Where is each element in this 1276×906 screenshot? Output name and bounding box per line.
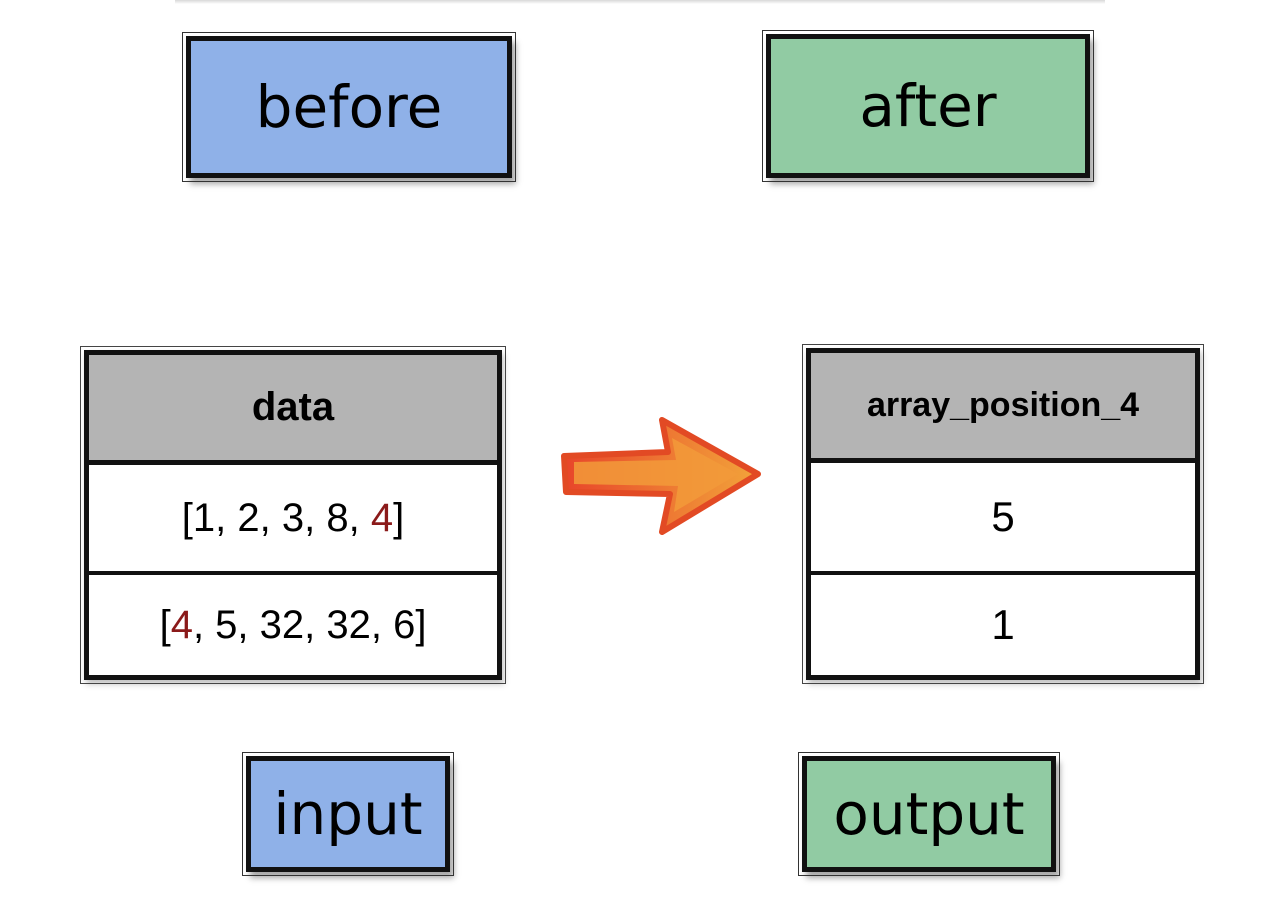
output-label: output [798, 752, 1060, 876]
input-header-text: data [251, 385, 335, 429]
after-text: after [859, 72, 997, 140]
top-edge-divider [175, 0, 1105, 4]
output-header-text: array_position_4 [866, 386, 1140, 424]
after-label: after [762, 30, 1094, 182]
table-row: 1 [811, 575, 1195, 675]
input-table-header: data [89, 355, 497, 465]
array-text: , 5, 32, 32, 6] [192, 602, 427, 647]
input-text: input [273, 780, 423, 848]
array-text: [ [159, 602, 171, 647]
output-cell: 5 [991, 493, 1015, 540]
array-text: [1, 2, 3, 8, [181, 495, 371, 540]
table-row: 5 [811, 463, 1195, 575]
input-table: data [1, 2, 3, 8, 4] [4, 5, 32, 32, 6] [80, 346, 506, 684]
output-text: output [833, 780, 1025, 848]
highlighted-value: 4 [370, 495, 394, 540]
before-label: before [182, 32, 516, 182]
input-label: input [242, 752, 454, 876]
fiery-right-arrow-icon [561, 417, 761, 535]
highlighted-value: 4 [170, 602, 193, 647]
output-table-header: array_position_4 [811, 353, 1195, 463]
array-text: ] [393, 495, 405, 540]
table-row: [1, 2, 3, 8, 4] [89, 465, 497, 575]
output-cell: 1 [991, 601, 1015, 648]
table-row: [4, 5, 32, 32, 6] [89, 575, 497, 675]
before-text: before [255, 73, 443, 141]
output-table: array_position_4 5 1 [802, 344, 1204, 684]
